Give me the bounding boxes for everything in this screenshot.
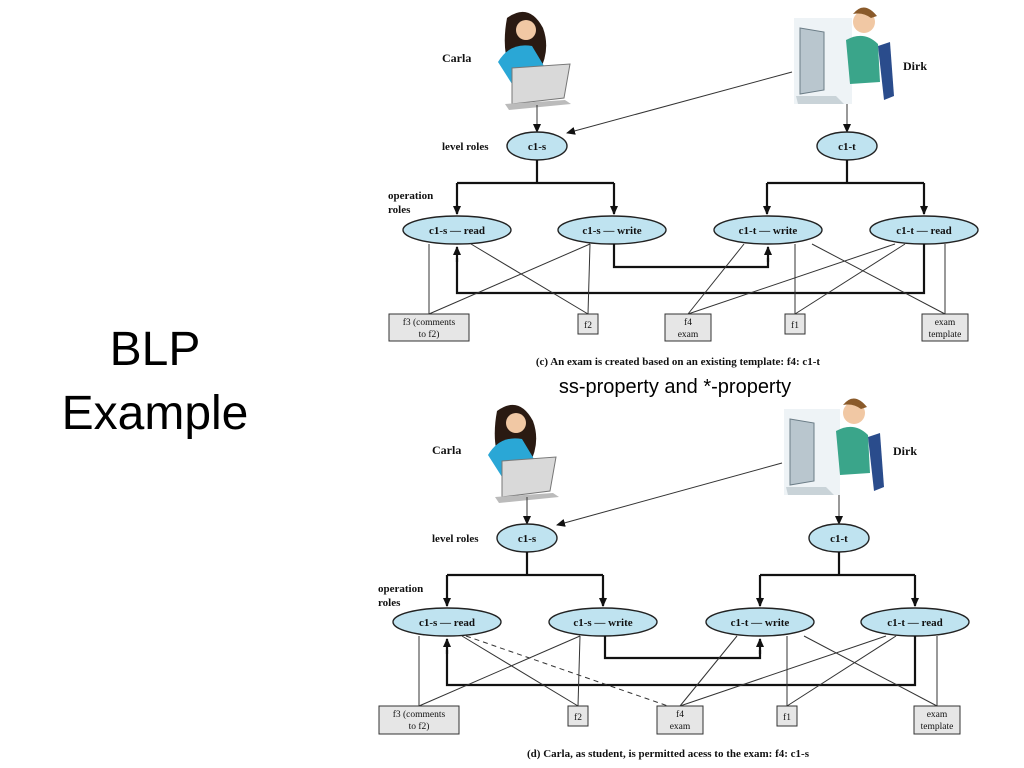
op-role-c1-t-read-label: c1-t — read bbox=[896, 225, 951, 237]
operation-roles-label-1: operation bbox=[388, 190, 433, 202]
level-role-c1-s-label: c1-s bbox=[528, 141, 547, 153]
user-label-carla: Carla bbox=[432, 443, 461, 457]
student-with-laptop-icon bbox=[498, 11, 571, 110]
diagram-d-caption: (d) Carla, as student, is permitted aces… bbox=[527, 748, 810, 760]
op-role-c1-s-read-label: c1-s — read bbox=[429, 225, 485, 237]
file-f4-label-2: exam bbox=[670, 722, 691, 732]
file-f2 bbox=[577, 313, 599, 335]
op-role-c1-t-write-label: c1-t — write bbox=[739, 225, 798, 237]
file-f1 bbox=[784, 313, 806, 335]
file-f2-label: f2 bbox=[584, 320, 592, 331]
file-f1-label: f1 bbox=[791, 320, 799, 331]
file-exam-template-label-1: exam bbox=[927, 710, 948, 720]
level-role-c1-t-label: c1-t bbox=[830, 533, 848, 545]
op-role-c1-s-write-label: c1-s — write bbox=[582, 225, 641, 237]
op-role-c1-s-read-label: c1-s — read bbox=[419, 617, 475, 629]
file-exam-template-label-2: template bbox=[921, 722, 954, 732]
man-at-computer-icon bbox=[794, 7, 894, 104]
level-role-c1-t-label: c1-t bbox=[838, 141, 856, 153]
file-f3 bbox=[378, 705, 460, 735]
level-roles-label: level roles bbox=[432, 533, 479, 545]
student-with-laptop-icon bbox=[488, 404, 559, 503]
file-exam-template-label-1: exam bbox=[935, 318, 956, 328]
op-role-c1-s-write bbox=[557, 215, 667, 245]
diagram-c: Carla Dirk level roles operation roles c… bbox=[388, 7, 979, 368]
op-role-c1-t-write bbox=[713, 215, 823, 245]
op-role-c1-s-read bbox=[392, 607, 502, 637]
slide-title-line-1: BLP bbox=[109, 323, 201, 376]
file-f4-label-2: exam bbox=[678, 330, 699, 340]
file-f2 bbox=[567, 705, 589, 727]
level-roles-label: level roles bbox=[442, 141, 489, 153]
op-role-c1-s-read bbox=[402, 215, 512, 245]
op-role-c1-t-write bbox=[705, 607, 815, 637]
operation-roles-label-1: operation bbox=[378, 583, 423, 595]
level-role-c1-s-label: c1-s bbox=[518, 533, 537, 545]
file-f1-label: f1 bbox=[783, 712, 791, 723]
op-role-c1-s-write bbox=[548, 607, 658, 637]
operation-roles-label-2: roles bbox=[378, 597, 401, 609]
man-at-computer-icon bbox=[784, 398, 884, 495]
file-f3-label-1: f3 (comments bbox=[403, 317, 456, 328]
user-label-dirk: Dirk bbox=[903, 59, 927, 73]
file-f4-label-1: f4 bbox=[684, 317, 692, 328]
file-f4 bbox=[664, 313, 712, 342]
user-label-carla: Carla bbox=[442, 51, 471, 65]
file-f3-label-1: f3 (comments bbox=[393, 709, 446, 720]
slide-title-line-2: Example bbox=[61, 387, 249, 440]
user-label-dirk: Dirk bbox=[893, 444, 917, 458]
file-exam-template-label-2: template bbox=[929, 330, 962, 340]
diagram-d: Carla Dirk level roles operation roles c… bbox=[378, 398, 970, 760]
file-f2-label: f2 bbox=[574, 712, 582, 723]
op-role-c1-t-write-label: c1-t — write bbox=[731, 617, 790, 629]
operation-roles-label-2: roles bbox=[388, 204, 411, 216]
file-f4 bbox=[656, 705, 704, 735]
file-exam-template bbox=[913, 705, 961, 735]
file-f1 bbox=[776, 705, 798, 727]
file-f3-label-2: to f2) bbox=[409, 721, 430, 732]
file-exam-template bbox=[921, 313, 969, 342]
op-role-c1-t-read-label: c1-t — read bbox=[887, 617, 942, 629]
op-role-c1-s-write-label: c1-s — write bbox=[573, 617, 632, 629]
slide-title: BLP Example bbox=[20, 318, 290, 446]
file-f4-label-1: f4 bbox=[676, 709, 684, 720]
diagram-c-caption: (c) An exam is created based on an exist… bbox=[536, 356, 821, 368]
file-f3-label-2: to f2) bbox=[419, 329, 440, 340]
property-caption: ss-property and *-property bbox=[558, 376, 792, 398]
file-f3 bbox=[388, 313, 470, 342]
